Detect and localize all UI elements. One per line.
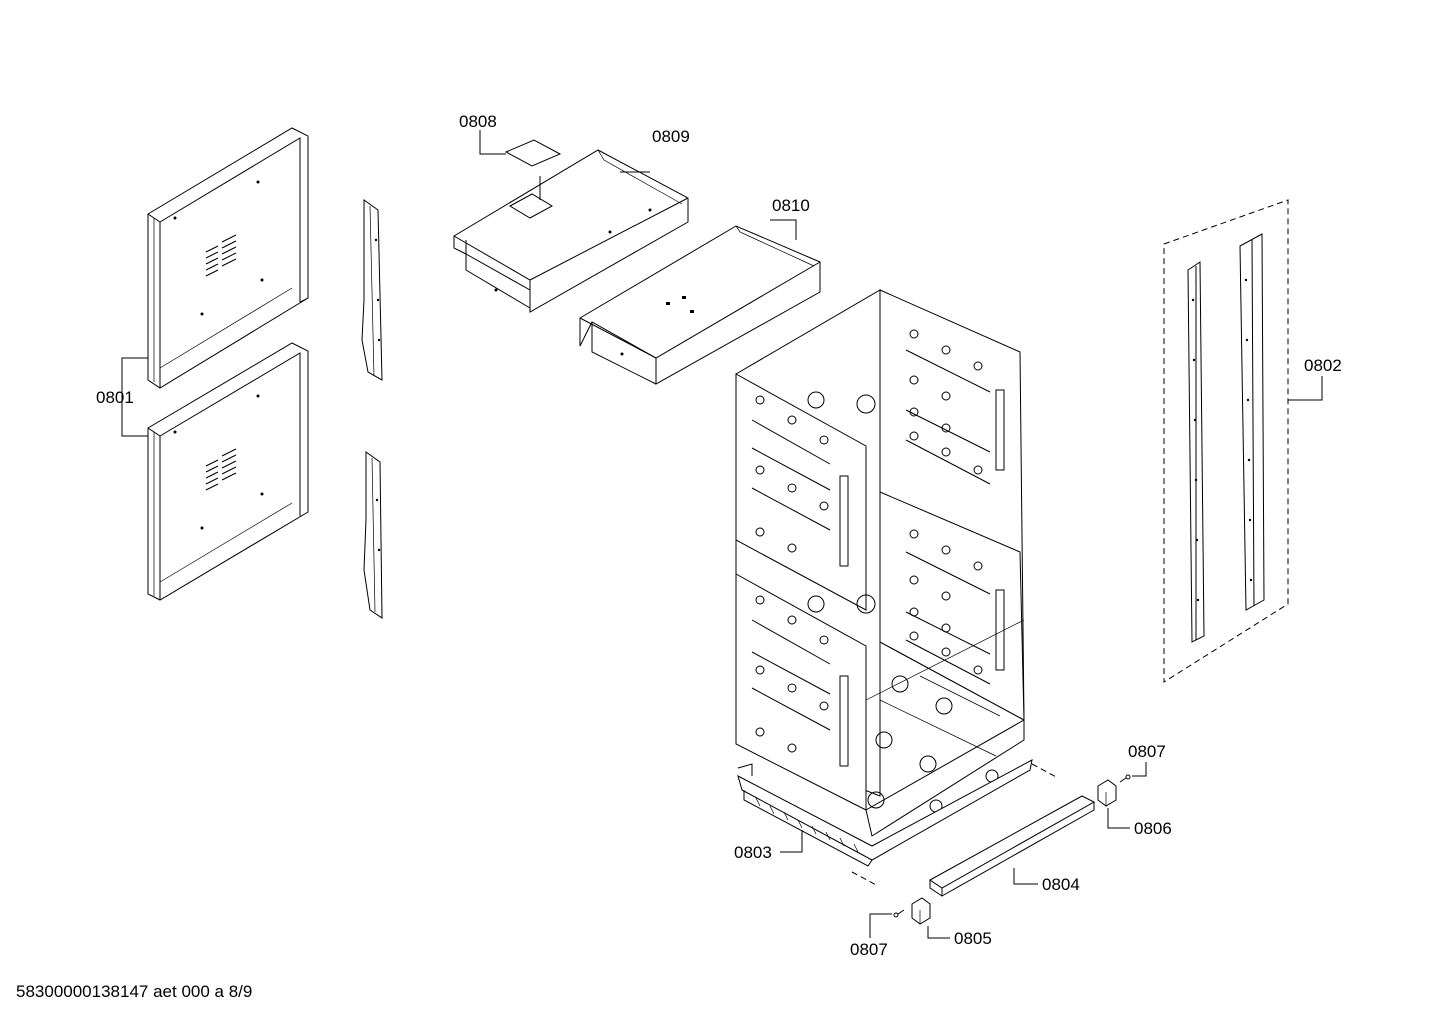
leader-0801 bbox=[121, 357, 148, 437]
side-panel-lower[interactable] bbox=[147, 342, 309, 601]
callout-0801: 0801 bbox=[96, 388, 134, 407]
callout-0803: 0803 bbox=[734, 843, 772, 862]
vent-slots-lower bbox=[205, 448, 237, 491]
vertical-rail-left[interactable] bbox=[1187, 261, 1205, 643]
assembly-hint-0804 bbox=[851, 763, 1059, 887]
callout-0808: 0808 bbox=[459, 112, 497, 131]
side-rail-lower[interactable] bbox=[363, 451, 383, 619]
callout-0802: 0802 bbox=[1304, 356, 1342, 375]
oven-frame-main[interactable] bbox=[735, 289, 1025, 837]
leader-0804 bbox=[1013, 868, 1038, 885]
callout-0807-top: 0807 bbox=[1128, 742, 1166, 761]
callout-0809: 0809 bbox=[652, 127, 690, 146]
side-rail-upper[interactable] bbox=[361, 199, 383, 381]
top-channel-0809[interactable] bbox=[453, 149, 689, 313]
callout-0805: 0805 bbox=[954, 929, 992, 948]
screw-0807-top[interactable] bbox=[1119, 774, 1131, 783]
base-tray-0803[interactable] bbox=[737, 759, 1033, 867]
leader-0803 bbox=[780, 830, 803, 853]
callout-0807-bottom: 0807 bbox=[850, 940, 888, 959]
drawing-reference-footer: 58300000138147 aet 000 a 8/9 bbox=[16, 982, 253, 1001]
screw-0807-bottom[interactable] bbox=[893, 909, 905, 918]
side-panel-upper[interactable] bbox=[147, 127, 309, 389]
leader-0806 bbox=[1107, 808, 1130, 829]
callout-0806: 0806 bbox=[1134, 819, 1172, 838]
leader-0805 bbox=[927, 926, 950, 939]
end-cap-0805[interactable] bbox=[911, 897, 931, 925]
leader-0808 bbox=[479, 130, 506, 155]
vertical-rail-right[interactable] bbox=[1239, 233, 1265, 611]
vent-slots-upper bbox=[205, 234, 237, 277]
callout-0804: 0804 bbox=[1042, 875, 1080, 894]
callout-0810: 0810 bbox=[772, 196, 810, 215]
rail-set-outline-0802 bbox=[1163, 199, 1289, 683]
end-cap-0806[interactable] bbox=[1097, 779, 1117, 807]
leader-0807-bottom bbox=[869, 913, 892, 938]
cover-plate-0808[interactable] bbox=[504, 139, 562, 167]
leader-0807-top bbox=[1132, 762, 1147, 777]
rear-channel-0810[interactable] bbox=[579, 225, 821, 385]
leader-0802 bbox=[1288, 376, 1323, 401]
leader-0810 bbox=[770, 219, 797, 240]
kick-strip-0804[interactable] bbox=[929, 795, 1096, 897]
